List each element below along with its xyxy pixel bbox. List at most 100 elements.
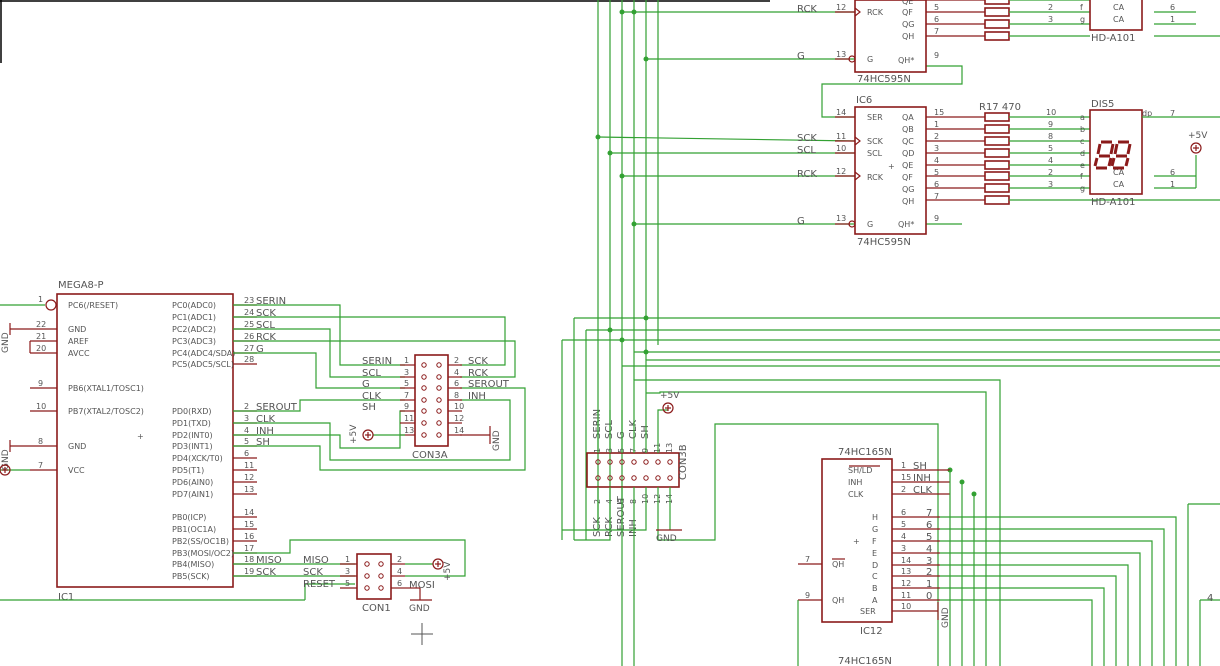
svg-text:R17 470: R17 470: [979, 102, 1021, 113]
ic12-net-label: 4: [926, 544, 932, 555]
svg-text:1: 1: [1170, 15, 1175, 24]
ic1-pin-name: PB1(OC1A): [172, 525, 216, 534]
con3a-pin-dot: [436, 420, 442, 426]
con3b-pin-dot: [595, 459, 601, 465]
ic12-pin-name: B: [872, 584, 878, 593]
svg-text:3: 3: [934, 144, 939, 153]
ic1-pin-number: 27: [244, 344, 254, 353]
con1-pin-number: 2: [397, 555, 402, 564]
con1-pin-number: 1: [345, 555, 350, 564]
ic12-pin-name: F: [872, 537, 877, 546]
svg-text:QC: QC: [902, 137, 914, 146]
ic6-74hc595[interactable]: IC6 74HC595N SER SCK SCL RCK G 14 11 10 …: [797, 95, 985, 248]
svg-text:GND: GND: [1, 449, 11, 470]
con3b-pin-dot: [631, 475, 637, 481]
svg-text:QD: QD: [902, 149, 914, 158]
ic1-pin-name: PD5(T1): [172, 466, 204, 475]
ic12-pin-number: 5: [901, 520, 906, 529]
ic1-pin-number: 15: [244, 520, 254, 529]
ic1-pin-name: PB5(SCK): [172, 572, 210, 581]
con1-header[interactable]: CON1: [356, 553, 392, 614]
con3a-pin-dot: [436, 374, 442, 380]
svg-text:+: +: [137, 432, 144, 441]
svg-text:AREF: AREF: [68, 337, 89, 346]
svg-text:RCK: RCK: [797, 169, 817, 180]
plus5v-symbol-right: +5V: [1188, 131, 1208, 154]
svg-text:RCK: RCK: [867, 8, 884, 17]
svg-text:QG: QG: [902, 20, 915, 29]
con3b-pin-dot: [607, 475, 613, 481]
con1-pin-dot: [364, 573, 370, 579]
crosshair-cursor-icon: [411, 623, 433, 645]
ic12-net-label: INH: [913, 473, 931, 484]
svg-text:7: 7: [934, 27, 939, 36]
svg-text:g: g: [1080, 184, 1085, 193]
con3a-pin-number: 12: [454, 414, 464, 423]
con3b-header[interactable]: CON3B: [586, 444, 689, 488]
ic12-net-label: 6: [926, 520, 932, 531]
ic12-pin-number: 12: [901, 579, 911, 588]
con3a-pin-dot: [436, 432, 442, 438]
con3a-pin-number: 5: [404, 379, 409, 388]
ic1-pin-name: PD6(AIN0): [172, 478, 213, 487]
dis5-seven-segment[interactable]: DIS5 dp 7 CA CA 6 1 HD-A101: [1089, 99, 1176, 208]
svg-text:74HC165N: 74HC165N: [838, 656, 892, 666]
ic1-pin-name: PD2(INT0): [172, 431, 213, 440]
svg-text:IC1: IC1: [58, 592, 74, 603]
con3a-header[interactable]: CON3A: [412, 354, 449, 461]
con3a-pin-dot: [436, 362, 442, 368]
svg-text:+5V: +5V: [660, 391, 680, 401]
ic1-pin-name: PB0(ICP): [172, 513, 206, 522]
svg-text:3: 3: [1048, 15, 1053, 24]
con3a-net-label: SERIN: [362, 356, 392, 367]
con3a-pin-dot: [421, 432, 427, 438]
svg-text:GND: GND: [941, 607, 951, 628]
con3b-pin-dot: [619, 475, 625, 481]
con3b-pin-number: 13: [665, 443, 674, 453]
ic1-pin-name: PC2(ADC2): [172, 325, 216, 334]
ic12-data-wires: [797, 470, 1220, 666]
svg-text:1: 1: [1170, 180, 1175, 189]
con3a-pin-dot: [421, 397, 427, 403]
ic1-mega8[interactable]: MEGA8-P IC1 + PC6(/RESET) GND AREF AVCC …: [0, 280, 234, 603]
ic1-pin-name: PD1(TXD): [172, 419, 211, 428]
display-top[interactable]: CA CA 6 1 HD-A101: [1089, 0, 1175, 44]
ic12-pin-number: 6: [901, 508, 906, 517]
svg-text:13: 13: [836, 214, 846, 223]
con1-net-label: SCK: [303, 567, 323, 578]
ic12-net-label: SH: [913, 461, 927, 472]
ic12-pin-number: 1: [901, 461, 906, 470]
ic12-pin-name: G: [872, 525, 878, 534]
r17-resistor-array[interactable]: R17 470 10 9 8 5 4 2 3 a b c d e f g: [979, 102, 1154, 205]
svg-text:6: 6: [934, 180, 939, 189]
svg-text:1: 1: [38, 295, 43, 304]
ic-74hc595-top[interactable]: RCK G QE QF QG QH QH* 5 6 7 9 12 13 74HC…: [797, 0, 985, 85]
svg-text:2: 2: [1048, 3, 1053, 12]
ic1-net-label: SCK: [256, 308, 276, 319]
far-right-net-label: 4: [1207, 593, 1213, 604]
ic1-net-label: SEROUT: [256, 402, 298, 413]
ic12-pin-number: 14: [901, 556, 911, 565]
svg-text:5: 5: [1048, 144, 1053, 153]
svg-text:4: 4: [1048, 156, 1053, 165]
svg-text:QH*: QH*: [898, 220, 914, 229]
svg-text:74HC595N: 74HC595N: [857, 237, 911, 248]
ic12-net-label: 3: [926, 556, 932, 567]
con3b-pin-dot: [655, 475, 661, 481]
svg-text:2: 2: [1048, 168, 1053, 177]
svg-text:CON3A: CON3A: [412, 450, 448, 461]
plus5v-symbol-con3a: +5V: [349, 424, 405, 444]
svg-text:HD-A101: HD-A101: [1091, 33, 1136, 44]
svg-text:13: 13: [836, 50, 846, 59]
svg-text:MEGA8-P: MEGA8-P: [58, 280, 104, 291]
ic1-pin-number: 25: [244, 320, 254, 329]
ic12-net-label: 0: [926, 591, 932, 602]
svg-text:e: e: [1080, 161, 1085, 170]
svg-text:g: g: [1080, 15, 1085, 24]
svg-text:+: +: [888, 162, 895, 171]
svg-text:CA: CA: [1113, 168, 1125, 177]
ic12-pin-name: C: [872, 572, 878, 581]
svg-text:G: G: [867, 55, 873, 64]
svg-text:12: 12: [836, 3, 846, 12]
